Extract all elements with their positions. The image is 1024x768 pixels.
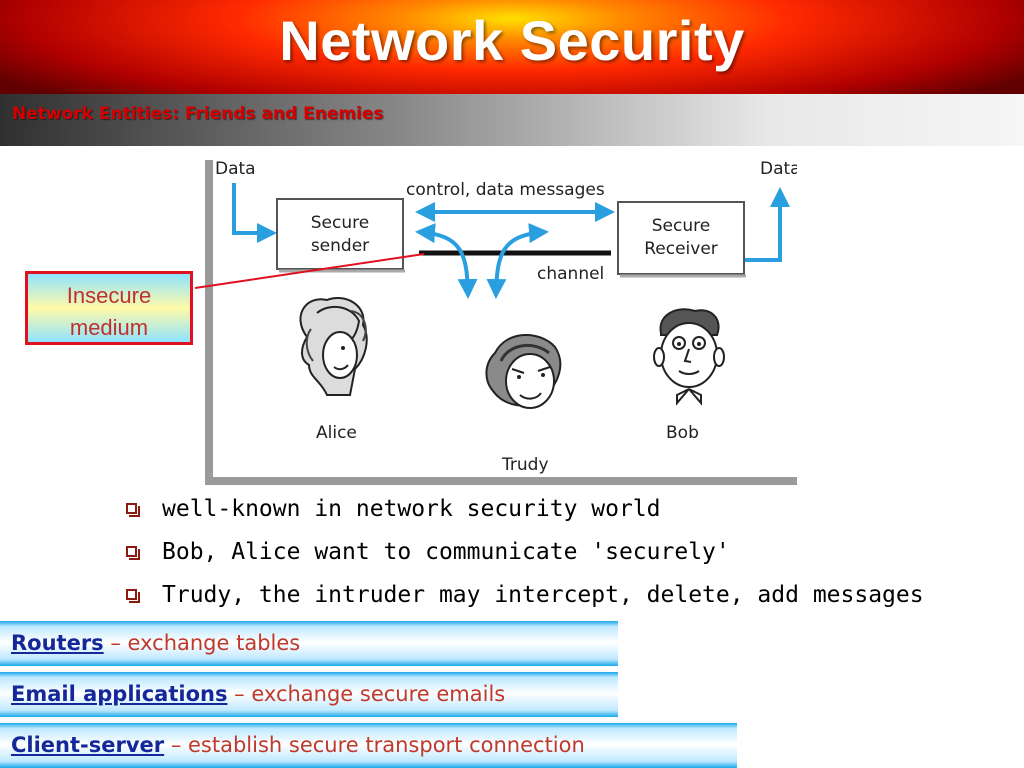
alice-figure [299,297,368,396]
bullet-item: Trudy, the intruder may intercept, delet… [122,579,924,622]
bullet-square-icon [126,589,140,603]
secure-receiver-box [617,201,745,275]
page-title: Network Security [279,9,745,72]
callout-line2: medium [69,315,149,340]
secure-sender-box [276,198,404,270]
email-applications-term: Email applications [11,682,228,706]
email-applications-desc: – exchange secure emails [227,682,506,706]
subtitle-banner: Network Entities: Friends and Enemies [0,94,1024,146]
bullet-item: Bob, Alice want to communicate 'securely… [122,536,924,579]
client-server-desc: – establish secure transport connection [164,733,585,757]
alice-label: Alice [316,423,357,443]
callout-line1: Insecure [66,283,152,308]
bullet-text: well-known in network security world [162,496,661,522]
title-banner: Network Security [0,0,1024,94]
routers-bar: Routers – exchange tables [0,621,618,666]
frame-left-edge [205,160,213,485]
client-server-bar: Client-server – establish secure transpo… [0,723,737,768]
bob-figure [653,308,725,406]
routers-desc: – exchange tables [103,631,301,655]
trudy-label: Trudy [501,455,549,475]
data-in-arrow [232,183,277,243]
intercept-arrow-right [486,223,549,299]
receiver-line1: Secure [652,216,710,236]
channel-label: channel [537,264,604,284]
data-out-arrow [745,187,790,262]
slide-subtitle: Network Entities: Friends and Enemies [12,104,384,124]
data-left-label: Data [215,159,256,179]
insecure-medium-callout: Insecure medium [25,271,193,345]
routers-term: Routers [11,631,104,655]
email-applications-bar: Email applications – exchange secure ema… [0,672,618,717]
bob-label: Bob [666,423,699,443]
bullet-list: well-known in network security world Bob… [122,493,924,622]
intercept-arrow-left [415,223,478,299]
bullet-square-icon [126,546,140,560]
insecure-medium-pointer [194,253,425,289]
bullet-text: Bob, Alice want to communicate 'securely… [162,539,730,565]
sender-line2: sender [311,236,369,256]
network-diagram: Data Data control, data messages Secure … [205,155,797,485]
client-server-term: Client-server [11,733,165,757]
sender-line1: Secure [311,213,369,233]
control-messages-label: control, data messages [406,180,605,200]
data-right-label: Data [760,159,797,179]
bullet-text: Trudy, the intruder may intercept, delet… [162,582,924,608]
frame-bottom-edge [205,477,797,485]
trudy-figure [485,334,562,409]
bullet-item: well-known in network security world [122,493,924,536]
bullet-square-icon [126,503,140,517]
receiver-line2: Receiver [644,239,718,259]
